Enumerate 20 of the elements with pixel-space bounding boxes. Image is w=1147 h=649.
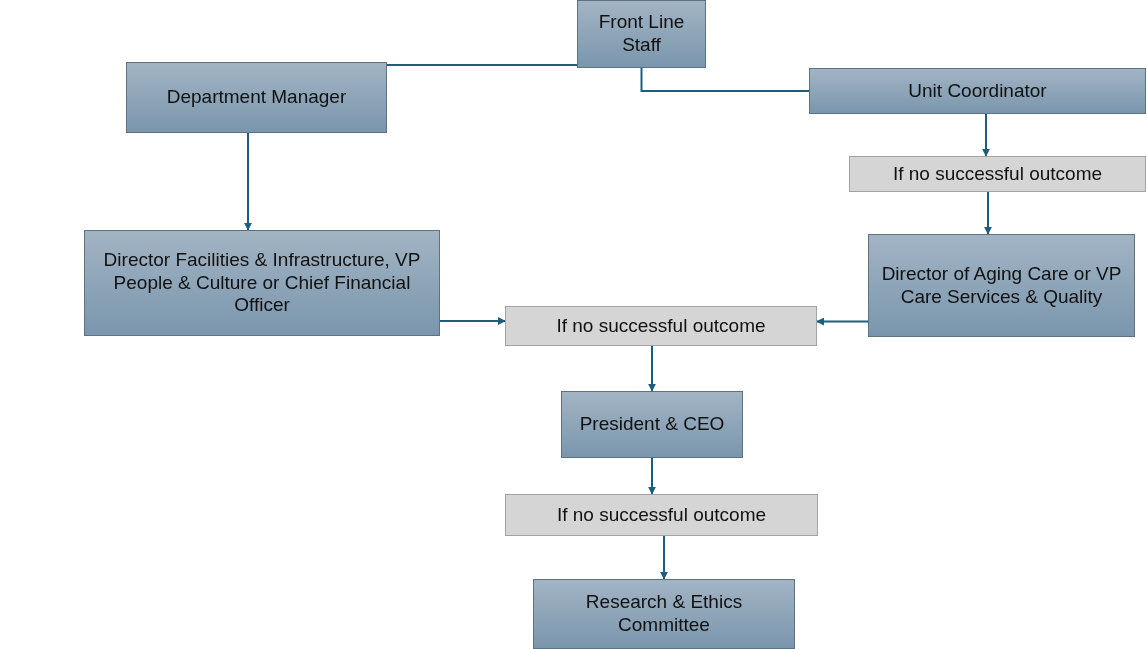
role-box: President & CEO — [561, 391, 743, 458]
connector-line — [640, 67, 810, 92]
arrow — [984, 191, 992, 235]
connector-line — [386, 64, 578, 66]
arrow — [439, 317, 506, 325]
arrow — [648, 457, 656, 495]
arrow — [816, 317, 869, 326]
condition-box: If no successful outcome — [505, 306, 817, 346]
arrow — [982, 113, 990, 157]
condition-box: If no successful outcome — [849, 156, 1146, 192]
arrow — [244, 132, 252, 231]
role-box: Research & Ethics Committee — [533, 579, 795, 649]
condition-box: If no successful outcome — [505, 494, 818, 536]
role-box: Director Facilities & Infrastructure, VP People & Culture or Chief Financial Officer — [84, 230, 440, 336]
role-box: Department Manager — [126, 62, 387, 133]
arrow — [648, 345, 656, 392]
role-box: Director of Aging Care or VP Care Services & Quality — [868, 234, 1135, 337]
role-box: Front Line Staff — [577, 0, 706, 68]
role-box: Unit Coordinator — [809, 68, 1146, 114]
arrow — [660, 535, 668, 580]
